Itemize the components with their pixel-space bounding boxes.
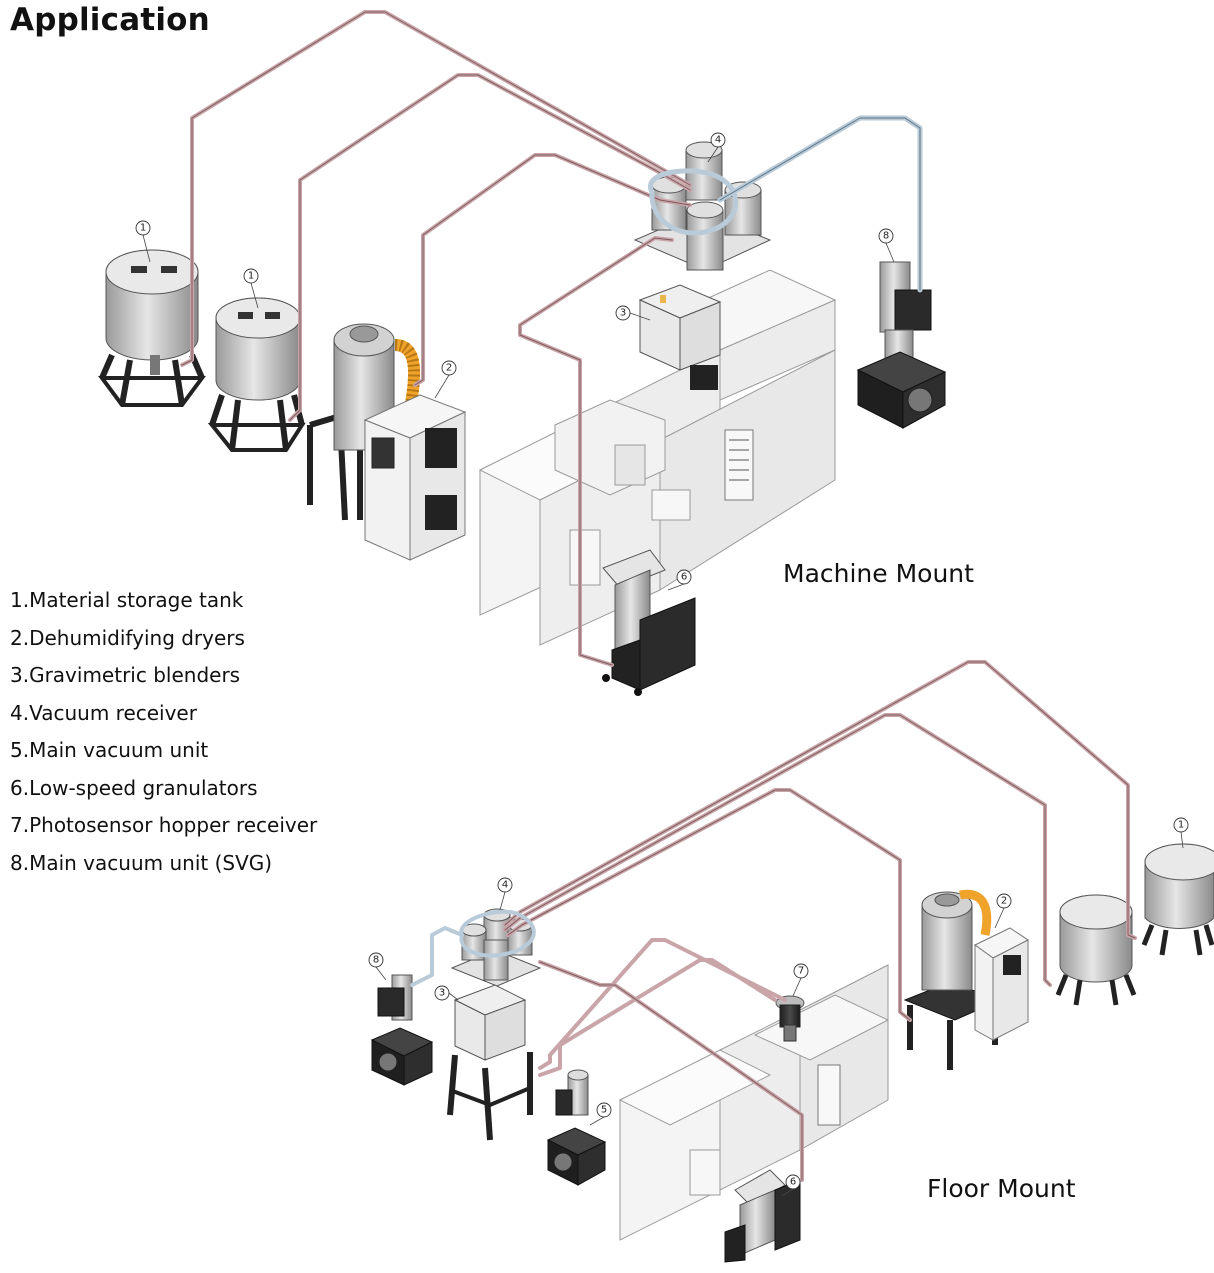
svg-text:4: 4 — [502, 880, 508, 891]
svg-text:6: 6 — [790, 1177, 796, 1188]
callout-4: 4 — [497, 877, 513, 911]
svg-text:1: 1 — [1178, 820, 1184, 831]
legend-item-2: 2.Dehumidifying dryers — [10, 625, 245, 650]
svg-main-vacuum-unit — [856, 261, 947, 429]
low-speed-granulator — [602, 549, 696, 696]
callout-1: 1 — [135, 220, 151, 263]
svg-text:2: 2 — [446, 363, 452, 374]
svg-text:2: 2 — [1001, 896, 1007, 907]
callout-6: 6 — [667, 569, 692, 591]
main-vacuum-unit — [546, 1069, 607, 1186]
machine-mount-label: Machine Mount — [783, 559, 974, 588]
svg-text:6: 6 — [681, 572, 687, 583]
material-storage-tank — [1055, 894, 1137, 1006]
material-storage-tank — [207, 297, 306, 452]
callout-5: 5 — [589, 1102, 612, 1126]
injection-molding-machine — [618, 964, 890, 1241]
svg-text:4: 4 — [715, 135, 721, 146]
callout-7: 7 — [792, 963, 809, 997]
dehumidifying-dryer — [903, 889, 1029, 1070]
svg-text:1: 1 — [248, 271, 254, 282]
callout-3: 3 — [434, 985, 459, 1001]
svg-text:5: 5 — [601, 1105, 607, 1116]
gravimetric-blender — [447, 984, 533, 1141]
legend-item-3: 3.Gravimetric blenders — [10, 663, 241, 687]
material-storage-tank — [98, 249, 206, 407]
legend-item-6: 6.Low-speed granulators — [10, 775, 258, 800]
callout-4: 4 — [707, 132, 726, 163]
component-legend: 1.Material storage tank 2.Dehumidifying … — [10, 582, 317, 882]
callout-1: 1 — [1173, 817, 1189, 849]
legend-item-8: 8.Main vacuum unit (SVG) — [10, 850, 273, 875]
callout-6: 6 — [781, 1174, 801, 1197]
photosensor-hopper-receiver — [775, 995, 805, 1042]
machine-mount-scene: 1 1 2 3 4 6 8 — [98, 10, 947, 696]
callout-2: 2 — [434, 360, 457, 399]
legend-item-4: 4.Vacuum receiver — [10, 700, 197, 725]
floor-mount-scene: 1 2 3 4 5 6 7 8 — [368, 660, 1214, 1263]
vacuum-receiver-cluster — [450, 908, 542, 987]
svg-text:7: 7 — [798, 966, 804, 977]
svg-main-vacuum-unit — [370, 974, 434, 1086]
gravimetric-blender — [638, 284, 722, 390]
floor-mount-label: Floor Mount — [927, 1174, 1076, 1203]
low-speed-granulator — [724, 1169, 801, 1263]
callout-2: 2 — [994, 893, 1012, 929]
material-conveying-pipes — [410, 660, 1137, 1182]
page-title: Application — [10, 2, 210, 38]
legend-item-5: 5.Main vacuum unit — [10, 738, 209, 762]
material-storage-tank — [1141, 843, 1214, 956]
dehumidifying-dryer — [307, 323, 467, 561]
legend-item-1: 1.Material storage tank — [10, 588, 244, 612]
callout-8: 8 — [368, 952, 387, 981]
callout-8: 8 — [878, 228, 895, 263]
svg-text:8: 8 — [373, 955, 379, 966]
svg-text:1: 1 — [140, 223, 146, 234]
legend-item-7: 7.Photosensor hopper receiver — [10, 813, 318, 837]
callout-1: 1 — [243, 268, 259, 309]
material-conveying-pipes — [180, 10, 923, 667]
callout-3: 3 — [615, 305, 651, 321]
svg-text:3: 3 — [620, 308, 626, 319]
svg-text:8: 8 — [883, 231, 889, 242]
svg-text:3: 3 — [439, 988, 445, 999]
